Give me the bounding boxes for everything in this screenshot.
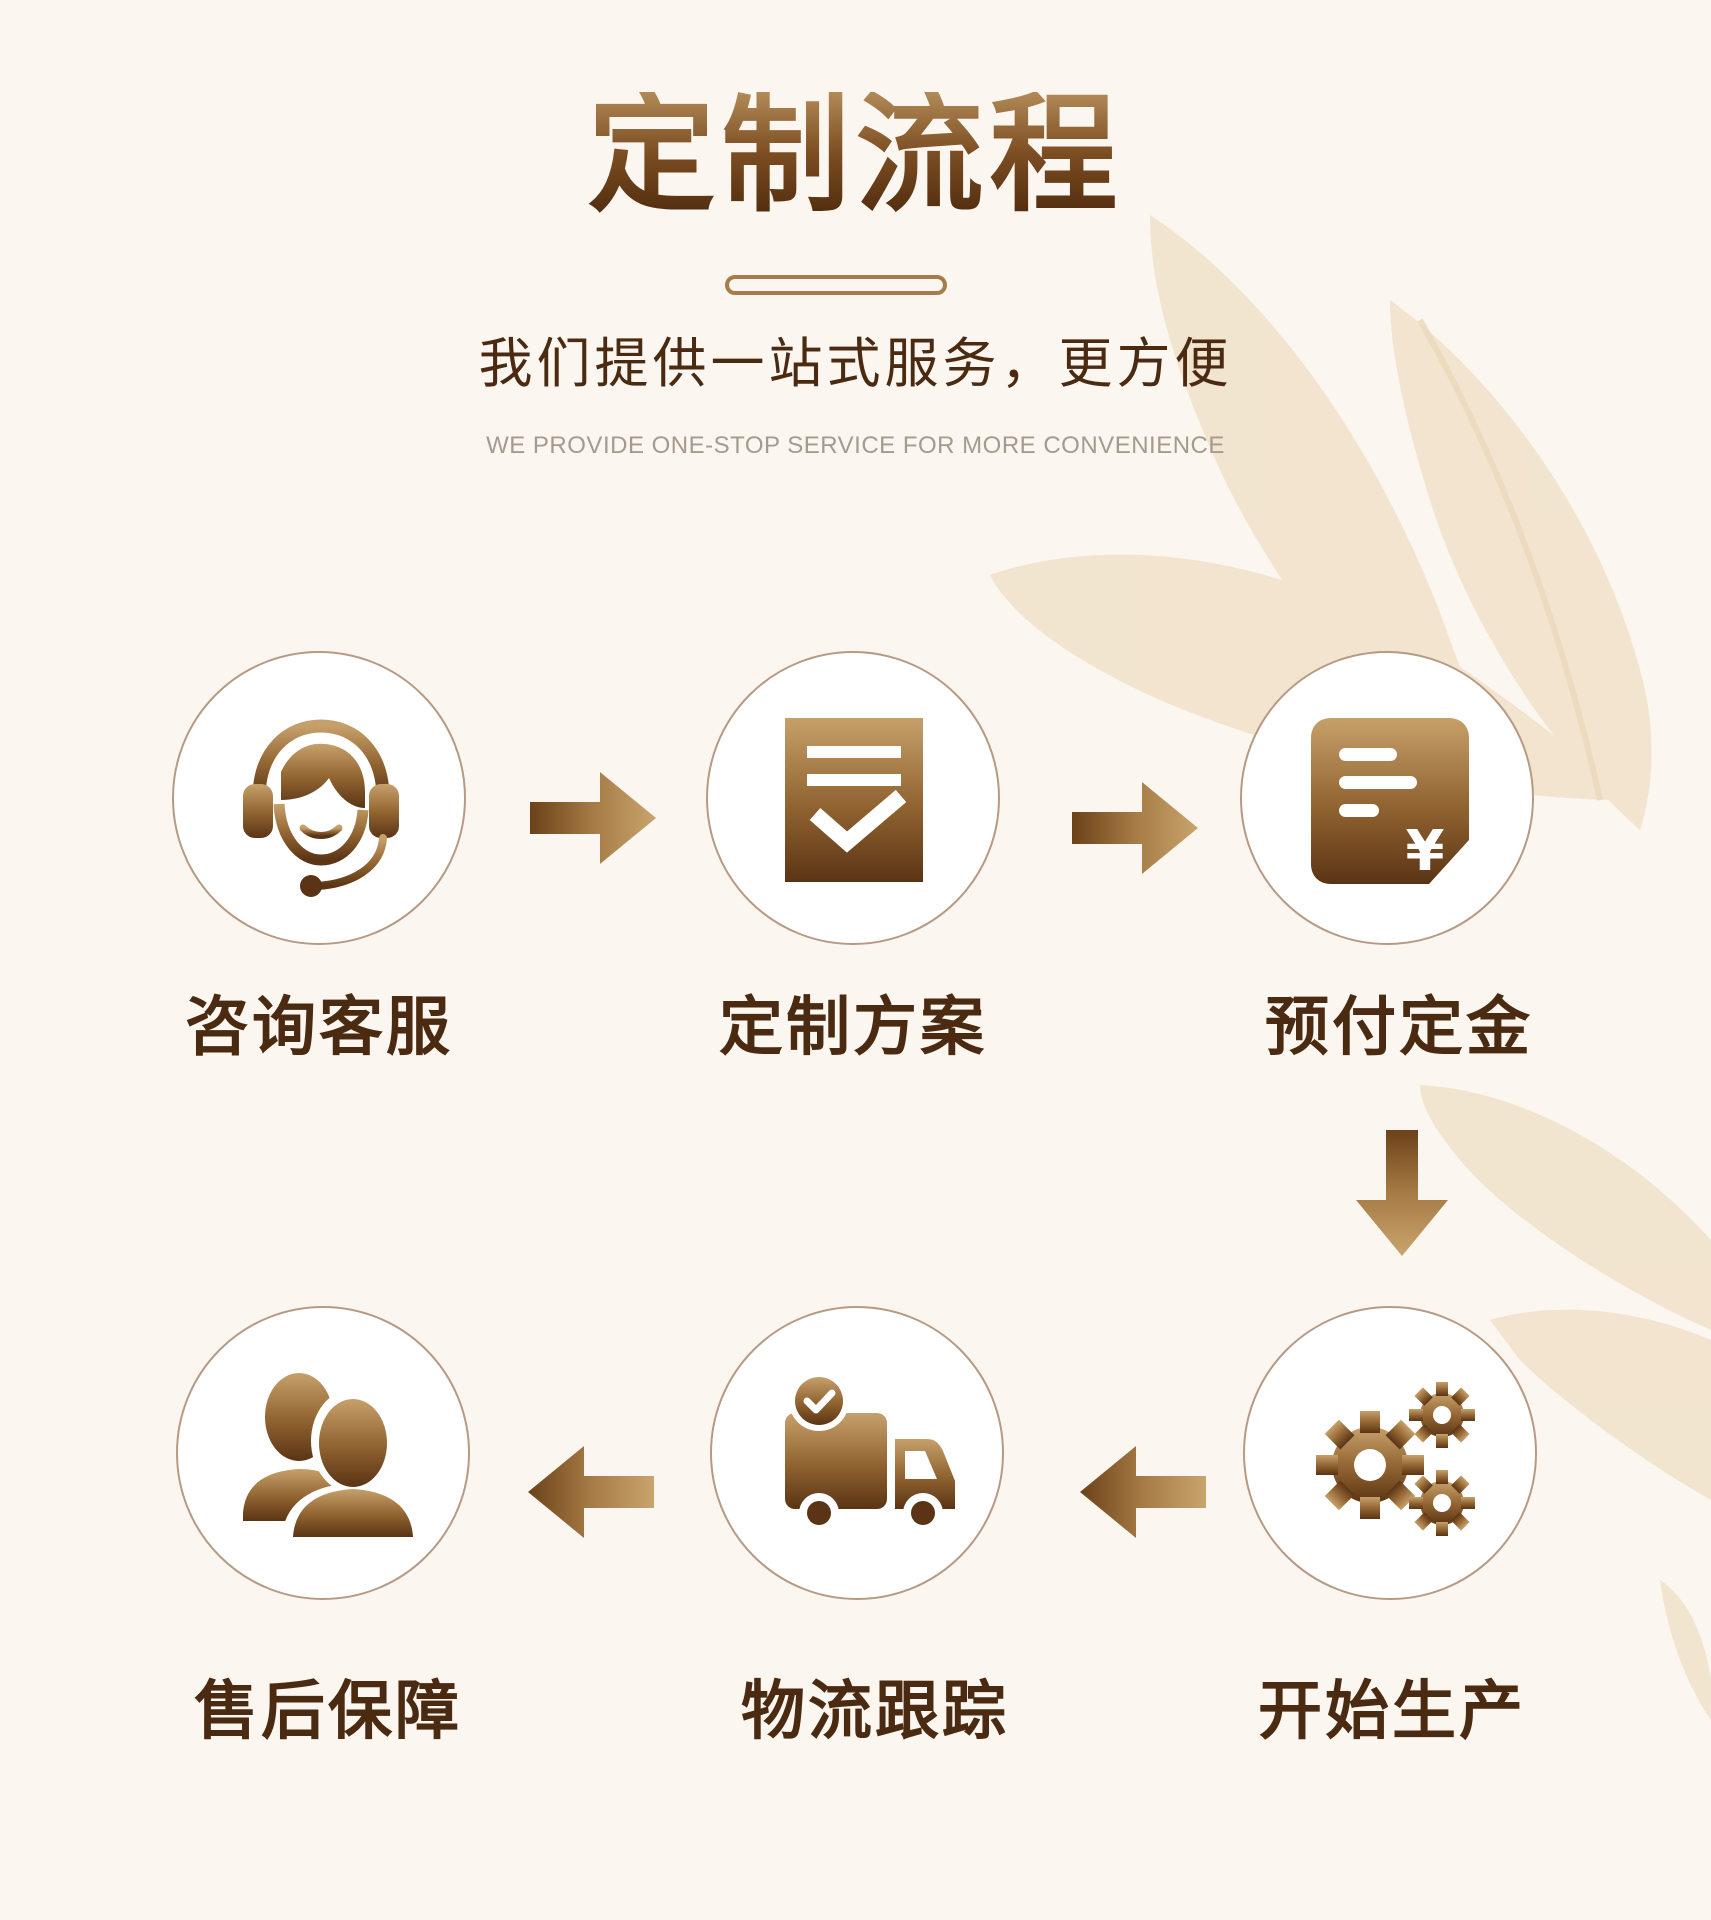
- title-underline: [725, 275, 947, 295]
- page-subtitle: 我们提供一站式服务，更方便: [478, 332, 1233, 395]
- arrow-left-icon: [1080, 1446, 1206, 1538]
- step-1-label: 咨询客服: [185, 991, 453, 1065]
- arrow-right-icon: [1072, 782, 1198, 874]
- page-subtitle-english: WE PROVIDE ONE-STOP SERVICE FOR MORE CON…: [486, 432, 1225, 459]
- yuan-sign: ¥: [1406, 819, 1445, 884]
- step-6-circle: [176, 1306, 470, 1600]
- step-2-circle: [706, 651, 1000, 945]
- step-4-circle: [1243, 1306, 1537, 1600]
- step-5-circle: [710, 1306, 1004, 1600]
- arrow-left-icon: [528, 1446, 654, 1538]
- delivery-truck-icon: [785, 1371, 955, 1533]
- step-2-label: 定制方案: [719, 991, 987, 1065]
- users-icon: [243, 1373, 425, 1545]
- customer-service-headset-icon: [243, 719, 399, 897]
- step-4-label: 开始生产: [1258, 1675, 1526, 1749]
- checklist-document-icon: [785, 718, 923, 882]
- step-3-label: 预付定金: [1265, 991, 1533, 1065]
- arrow-right-icon: [530, 772, 656, 864]
- step-5-label: 物流跟踪: [741, 1675, 1009, 1749]
- invoice-yuan-icon: ¥: [1311, 718, 1469, 884]
- step-1-circle: [172, 651, 466, 945]
- gears-icon: [1316, 1382, 1475, 1536]
- page-title: 定制流程: [0, 92, 1711, 220]
- step-6-label: 售后保障: [194, 1675, 462, 1749]
- arrow-down-icon: [1356, 1130, 1448, 1256]
- step-3-circle: ¥: [1240, 651, 1534, 945]
